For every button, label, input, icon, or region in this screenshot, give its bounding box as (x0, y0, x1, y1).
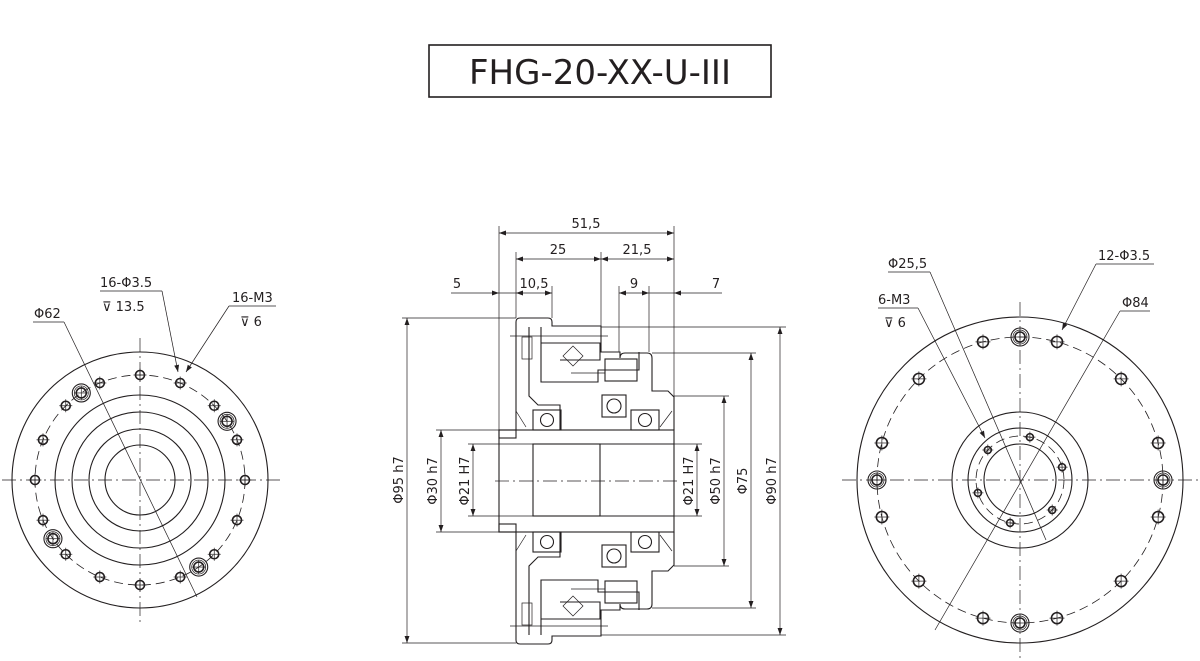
bore-circle (104, 444, 176, 516)
dim-7: 7 (712, 277, 720, 292)
tapped-hole (972, 487, 984, 499)
bolt-hole (238, 473, 252, 487)
bolt-hole (173, 570, 187, 584)
outer-flange-circle (856, 316, 1184, 644)
tapped-hole (982, 444, 994, 456)
tapped-hole (1024, 431, 1036, 443)
bolt-hole (207, 547, 221, 561)
pitch-circle-25-5 (975, 435, 1065, 525)
housing-section-bottom (498, 523, 675, 645)
tapped-hole-depth-label: ⊽ 6 (884, 316, 906, 331)
section-view: 51,5 25 21,5 5 10,5 9 7 Φ95 h7 Φ30 h7 Φ2… (392, 217, 786, 645)
dim-dia-95: Φ95 h7 (392, 456, 407, 503)
left-end-view: Φ62 16-Φ3.5 ⊽ 13.5 16-M3 ⊽ 6 (2, 276, 282, 622)
bolt-hole (36, 433, 50, 447)
hub-circle (54, 394, 226, 566)
counterbored-screw (71, 383, 91, 403)
hub-circle (967, 427, 1073, 533)
bolt-hole (1150, 509, 1166, 525)
bolt-hole (1150, 435, 1166, 451)
dia25-5-leader (929, 271, 1047, 541)
tapped-hole-depth-label: ⊽ 6 (240, 315, 262, 330)
bore-circle (983, 443, 1057, 517)
dia25-5-label: Φ25,5 (888, 257, 927, 272)
hub-circle (88, 428, 192, 532)
counterbored-screw (189, 557, 209, 577)
thru-hole-label: 16-Φ3.5 (100, 276, 152, 291)
bolt-hole (1049, 334, 1065, 350)
counterbored-screw (1153, 470, 1173, 490)
bolt-hole (975, 334, 991, 350)
outer-flange-circle (11, 351, 269, 609)
tapped-hole (1004, 517, 1016, 529)
dia84-leader (934, 310, 1121, 631)
dia84-label: Φ84 (1122, 296, 1149, 311)
dim-dia-75: Φ75 (736, 468, 751, 495)
bolt-hole (36, 513, 50, 527)
dim-dia-21-right: Φ21 H7 (682, 457, 697, 506)
bolt-hole (975, 610, 991, 626)
dim-dia-50: Φ50 h7 (709, 457, 724, 504)
bolt-hole (133, 578, 147, 592)
housing-section-top (498, 317, 675, 439)
dim-25: 25 (550, 243, 567, 258)
drawing-title: FHG-20-XX-U-III (469, 53, 731, 93)
bolt-hole (59, 399, 73, 413)
bolt-hole (874, 509, 890, 525)
dim-dia-21-left: Φ21 H7 (458, 457, 473, 506)
dim-dia-90: Φ90 h7 (765, 457, 780, 504)
title-block: FHG-20-XX-U-III (428, 44, 772, 98)
tapped-hole-leader (917, 307, 986, 439)
counterbored-screw (1010, 327, 1030, 347)
counterbored-screw (43, 529, 63, 549)
dim-9: 9 (630, 277, 638, 292)
bolt-hole (93, 376, 107, 390)
bolt-hole (874, 435, 890, 451)
bolt-hole (911, 573, 927, 589)
tapped-hole (1046, 504, 1058, 516)
dim-10-5: 10,5 (520, 277, 549, 292)
dia62-leader (63, 321, 198, 598)
hub-circle (951, 411, 1089, 549)
bolt-hole (911, 371, 927, 387)
counterbored-screw (867, 470, 887, 490)
thru-hole-depth-label: ⊽ 13.5 (102, 300, 145, 315)
hub-circle (71, 411, 209, 549)
tapped-hole (1056, 461, 1068, 473)
dim-dia-30: Φ30 h7 (426, 457, 441, 504)
dim-51-5: 51,5 (572, 217, 601, 232)
tapped-hole-label: 16-M3 (232, 291, 273, 306)
dia62-label: Φ62 (34, 307, 61, 322)
extension-lines (402, 226, 786, 644)
bolt-hole (207, 399, 221, 413)
thru-hole-leader (1061, 263, 1097, 331)
bolt-hole (230, 513, 244, 527)
title-frame (428, 44, 772, 98)
bolt-hole (59, 547, 73, 561)
bolt-hole (1113, 371, 1129, 387)
bolt-hole (28, 473, 42, 487)
bolt-hole (1113, 573, 1129, 589)
bolt-hole (1049, 610, 1065, 626)
bolt-hole (230, 433, 244, 447)
tapped-hole-leader (185, 305, 230, 373)
thru-hole-label: 12-Φ3.5 (1098, 249, 1150, 264)
bolt-hole (133, 368, 147, 382)
tapped-hole-label: 6-M3 (878, 293, 910, 308)
bolt-hole (173, 376, 187, 390)
shaft-bore (532, 443, 601, 517)
dim-21-5: 21,5 (623, 243, 652, 258)
bolt-hole (93, 570, 107, 584)
thru-hole-leader (161, 290, 180, 373)
right-end-view: Φ25,5 6-M3 ⊽ 6 12-Φ3.5 Φ84 (842, 249, 1198, 658)
counterbored-screw (1010, 613, 1030, 633)
counterbored-screw (217, 411, 237, 431)
dim-5: 5 (453, 277, 461, 292)
